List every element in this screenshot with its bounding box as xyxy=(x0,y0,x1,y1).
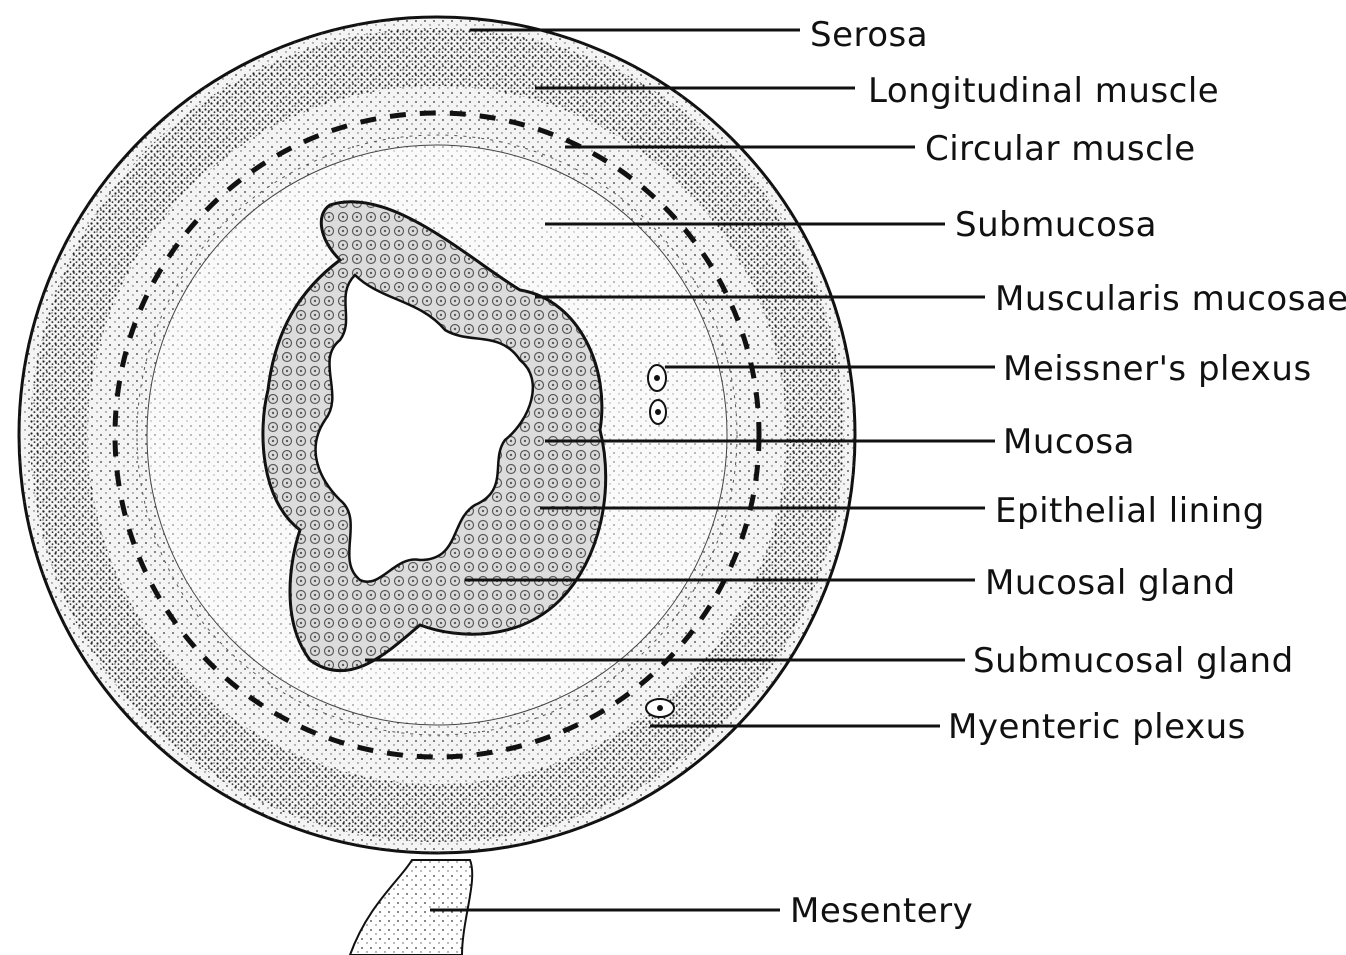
label-circular-muscle: Circular muscle xyxy=(925,132,1196,166)
label-submucosal-gland: Submucosal gland xyxy=(973,644,1294,678)
label-submucosa: Submucosa xyxy=(955,208,1157,242)
label-muscularis-mucosae: Muscularis mucosae xyxy=(995,282,1346,316)
label-meissners-plexus: Meissner's plexus xyxy=(1003,352,1312,386)
label-myenteric-plexus: Myenteric plexus xyxy=(948,710,1246,744)
label-mucosa: Mucosa xyxy=(1003,425,1135,459)
label-mesentery: Mesentery xyxy=(790,894,973,928)
label-epithelial-lining: Epithelial lining xyxy=(995,494,1265,528)
label-longitudinal-muscle: Longitudinal muscle xyxy=(868,74,1219,108)
label-serosa: Serosa xyxy=(810,18,928,52)
label-mucosal-gland: Mucosal gland xyxy=(985,566,1236,600)
mesentery-stalk xyxy=(350,860,472,955)
